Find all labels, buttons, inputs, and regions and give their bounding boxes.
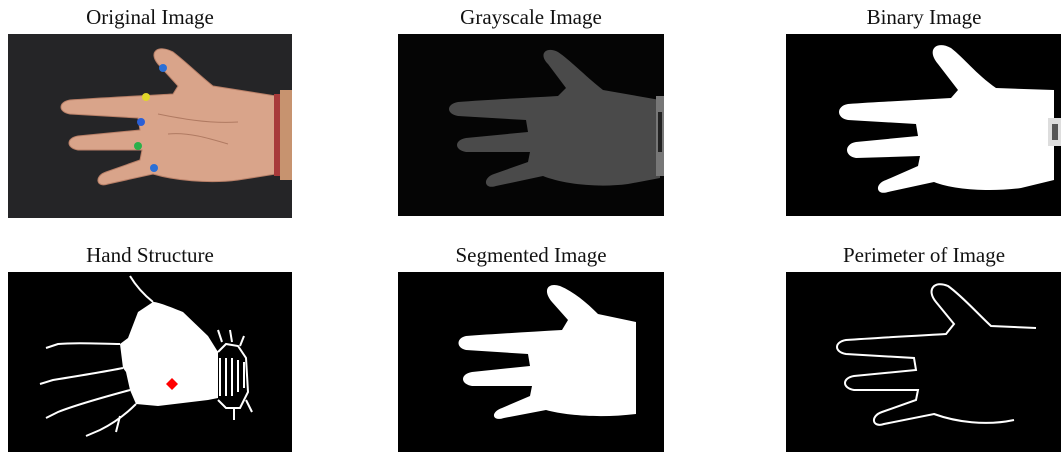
panel-title: Binary Image <box>786 2 1061 32</box>
binary-image <box>786 34 1061 216</box>
panel-binary: Binary Image <box>786 2 1061 218</box>
perimeter-image <box>786 272 1061 452</box>
original-image <box>8 34 292 218</box>
panel-title: Segmented Image <box>398 240 664 270</box>
panel-grayscale: Grayscale Image <box>398 2 664 218</box>
grayscale-image <box>398 34 664 216</box>
panel-hand-structure: Hand Structure <box>8 240 292 456</box>
panel-title: Perimeter of Image <box>786 240 1061 270</box>
yellow-marker <box>142 93 150 101</box>
panel-title: Grayscale Image <box>398 2 664 32</box>
panel-title: Original Image <box>8 2 292 32</box>
blue-marker <box>137 118 145 126</box>
green-marker <box>134 142 142 150</box>
blue-marker <box>159 64 167 72</box>
blue-marker <box>150 164 158 172</box>
panel-original: Original Image <box>8 2 292 218</box>
hand-structure-image <box>8 272 292 452</box>
panel-title: Hand Structure <box>8 240 292 270</box>
segmented-image <box>398 272 664 452</box>
panel-perimeter: Perimeter of Image <box>786 240 1061 456</box>
panel-segmented: Segmented Image <box>398 240 664 456</box>
